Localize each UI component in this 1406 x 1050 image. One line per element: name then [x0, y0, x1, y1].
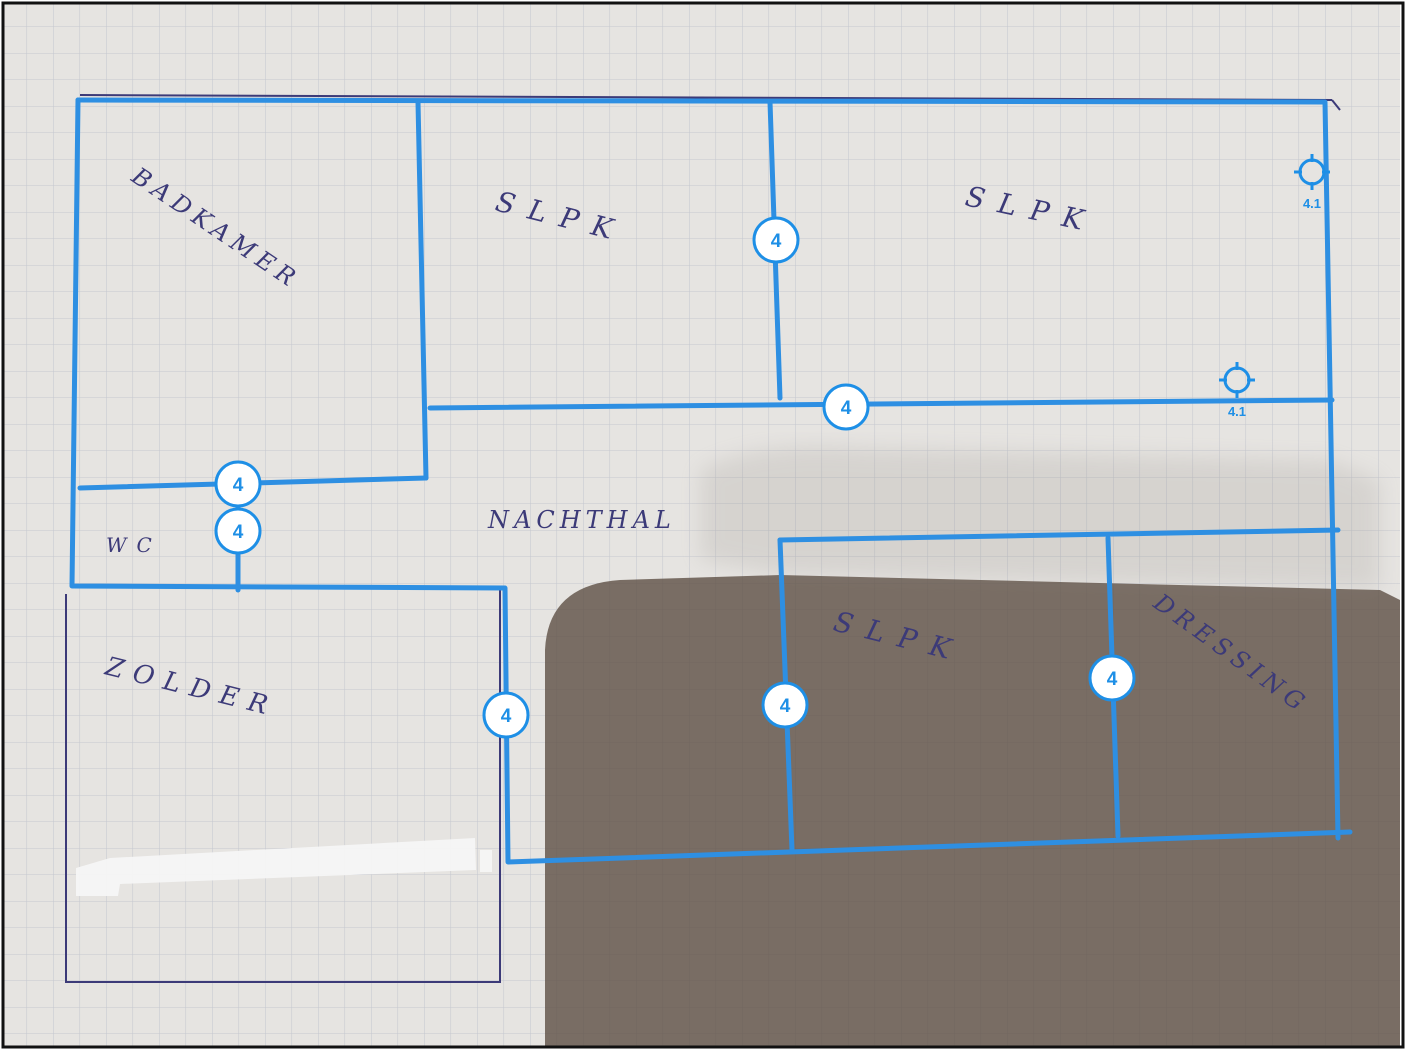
wall-badge-label: 4: [780, 696, 791, 717]
crosshair-marker[interactable]: 4.1: [1294, 154, 1330, 211]
pencil-sketch: [65, 94, 1341, 983]
wall-badge[interactable]: 4: [214, 507, 262, 555]
photo-shadow: [545, 575, 1400, 1046]
room-label-wc: WC: [106, 533, 162, 557]
wall-badge-label: 4: [1107, 669, 1118, 690]
wall-badge-label: 4: [233, 522, 244, 543]
crosshair-marker[interactable]: 4.1: [1219, 362, 1255, 419]
wall-badge[interactable]: 4: [482, 691, 530, 739]
photo-shadow-soft: [700, 446, 1380, 590]
wall-badge-label: 4: [841, 398, 852, 419]
crosshair-target-icon: [1219, 362, 1255, 398]
wall-badge[interactable]: 4: [822, 383, 870, 431]
tape-strip: [76, 838, 476, 896]
wall-badge[interactable]: 4: [214, 460, 262, 508]
crosshair-target-icon: [1294, 154, 1330, 190]
marker-label: 4.1: [1303, 196, 1321, 211]
tape-strip-end: [480, 850, 492, 872]
wall-badge[interactable]: 4: [1088, 654, 1136, 702]
wall-badge[interactable]: 4: [761, 681, 809, 729]
wall-badge-label: 4: [771, 231, 782, 252]
room-label-nachthal: NACHTHAL: [487, 506, 676, 534]
wall-badge-label: 4: [501, 706, 512, 727]
wall-badge[interactable]: 4: [752, 216, 800, 264]
marker-label: 4.1: [1228, 404, 1246, 419]
wall-badge-label: 4: [233, 475, 244, 496]
